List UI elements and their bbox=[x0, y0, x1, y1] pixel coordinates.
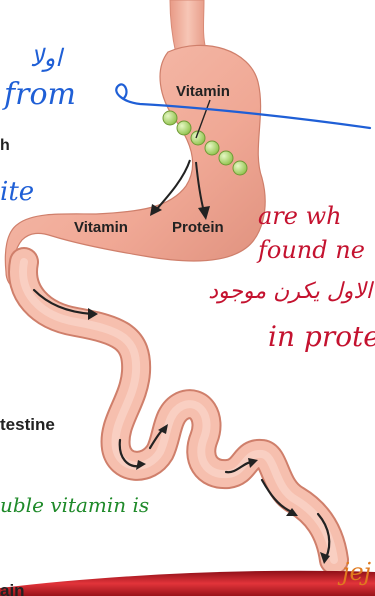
vitamin-bead bbox=[233, 161, 247, 175]
label-vitamin-top: Vitamin bbox=[176, 83, 230, 100]
label-partial-h: h bbox=[0, 137, 10, 154]
annotation-jej: jej bbox=[337, 558, 372, 586]
label-protein: Protein bbox=[172, 219, 224, 236]
annotation-from: from bbox=[2, 77, 76, 112]
vitamin-bead bbox=[205, 141, 219, 155]
annotation-in-protein: in protein bbox=[268, 320, 375, 353]
annotation-are-wh: are wh bbox=[258, 202, 342, 230]
vitamin-bead bbox=[163, 111, 177, 125]
annotation-arabic-top: اولا bbox=[30, 44, 64, 72]
label-vitamin-bottom: Vitamin bbox=[74, 219, 128, 236]
annotation-soluble-vitamin: uble vitamin is bbox=[0, 493, 149, 517]
label-partial-bottom: ain bbox=[0, 581, 25, 596]
annotation-found-ne: found ne bbox=[256, 236, 365, 264]
vitamin-bead bbox=[177, 121, 191, 135]
vitamin-bead bbox=[219, 151, 233, 165]
blood-vessel bbox=[0, 571, 375, 596]
annotation-partial-ite: ite bbox=[0, 177, 34, 207]
label-intestine: testine bbox=[0, 415, 55, 434]
annotation-arabic-mid: الاول يكرن موجود bbox=[208, 279, 375, 304]
